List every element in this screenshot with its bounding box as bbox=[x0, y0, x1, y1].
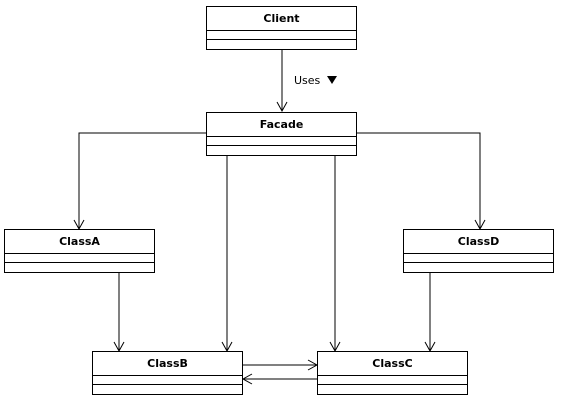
classd-operations bbox=[404, 263, 553, 272]
client-class-name: Client bbox=[207, 7, 356, 31]
classa-class[interactable]: ClassA bbox=[4, 229, 155, 273]
classa-attributes bbox=[5, 254, 154, 263]
classa-operations bbox=[5, 263, 154, 272]
classb-attributes bbox=[93, 376, 242, 385]
classc-attributes bbox=[318, 376, 467, 385]
facade-classa-connector bbox=[73, 132, 207, 231]
classc-class[interactable]: ClassC bbox=[317, 351, 468, 395]
client-attributes bbox=[207, 31, 356, 40]
classb-operations bbox=[93, 385, 242, 394]
classd-attributes bbox=[404, 254, 553, 263]
classd-class-name: ClassD bbox=[404, 230, 553, 254]
classa-class-name: ClassA bbox=[5, 230, 154, 254]
uses-label-text: Uses bbox=[294, 73, 321, 87]
classb-class-name: ClassB bbox=[93, 352, 242, 376]
facade-class-name: Facade bbox=[207, 113, 356, 137]
classb-class[interactable]: ClassB bbox=[92, 351, 243, 395]
client-class[interactable]: Client bbox=[206, 6, 357, 50]
classd-class[interactable]: ClassD bbox=[403, 229, 554, 273]
facade-attributes bbox=[207, 137, 356, 146]
facade-class[interactable]: Facade bbox=[206, 112, 357, 156]
uses-label: Uses bbox=[294, 72, 338, 88]
classc-operations bbox=[318, 385, 467, 394]
client-operations bbox=[207, 40, 356, 49]
facade-operations bbox=[207, 146, 356, 155]
classc-class-name: ClassC bbox=[318, 352, 467, 376]
facade-classd-connector bbox=[356, 132, 486, 231]
filled-triangle-down-icon bbox=[327, 76, 338, 84]
